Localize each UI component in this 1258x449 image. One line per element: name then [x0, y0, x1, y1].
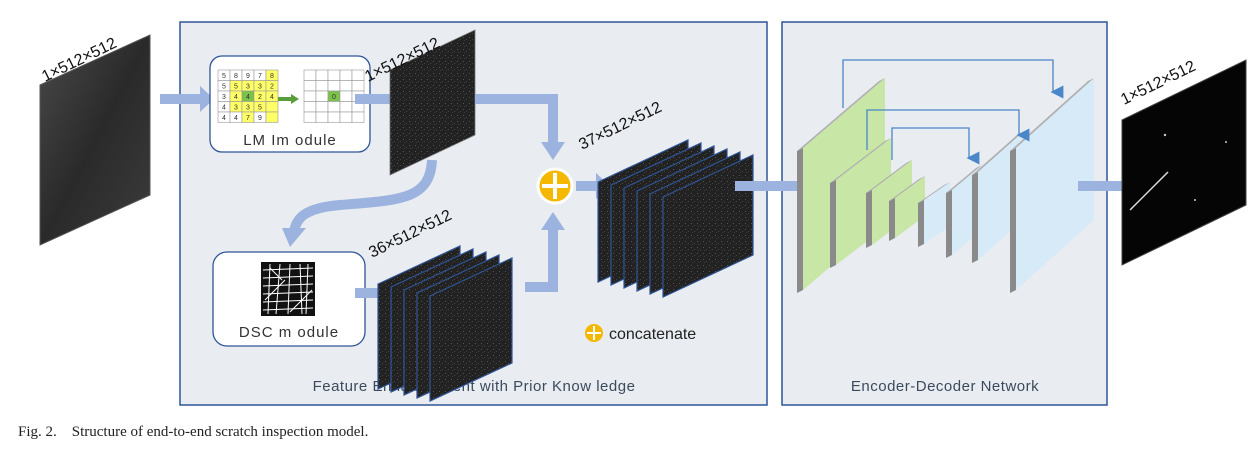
network-layer-edge [830, 180, 836, 268]
lm-green-arrow [278, 94, 299, 104]
dsc-module: DSC m odule [212, 251, 366, 347]
lm-grid-value: 4 [246, 94, 250, 101]
concat-output-stack [597, 139, 754, 298]
lm-output-image [389, 29, 476, 176]
dsc-kernel-icon [261, 262, 315, 316]
lm-grid-value: 4 [222, 115, 226, 122]
lm-grid-value: 5 [234, 84, 238, 91]
lm-grid-value: 3 [234, 105, 238, 112]
dsc-output-stack [377, 245, 513, 402]
lm-grid-cell [339, 80, 353, 92]
lm-grid-cell [339, 69, 353, 81]
lm-grid-cell [265, 111, 279, 123]
concat-legend-label: concatenate [609, 326, 696, 343]
lm-grid-value: 8 [270, 73, 274, 80]
input-image [39, 34, 151, 246]
network-layer-top [889, 176, 925, 201]
skip-connection-1 [842, 59, 1064, 108]
arrow-input-to-lm [160, 86, 214, 112]
lm-grid-value: 9 [246, 73, 250, 80]
scratch-mark [1129, 171, 1169, 211]
network-layer-top [1010, 78, 1094, 151]
network-layer-top [797, 78, 885, 151]
feature-map-slice [662, 154, 754, 298]
lm-grid-value: 5 [222, 73, 226, 80]
arrow-dsc-to-concat [525, 212, 565, 292]
lm-grid-value: 5 [258, 105, 262, 112]
network-layer-face [895, 176, 925, 238]
network-layer-face [924, 182, 950, 244]
dsc-module-label: DSC m odule [239, 324, 339, 341]
unet-network [797, 78, 1094, 293]
lm-grid-cell [327, 69, 341, 81]
lm-grid-value: 8 [234, 73, 238, 80]
lm-grid-cell [339, 90, 353, 102]
network-layer-edge [866, 190, 872, 248]
lm-grid-value: 3 [222, 94, 226, 101]
network-layer-face [1016, 78, 1094, 290]
lm-grid-cell [339, 111, 353, 123]
network-layer-edge [889, 198, 895, 241]
lm-grid-value: 5 [222, 84, 226, 91]
network-layer-top [972, 132, 1023, 175]
lm-grid-value: 2 [258, 94, 262, 101]
network-layer-edge [1010, 148, 1016, 293]
lm-grid-cell [315, 69, 329, 81]
output-image [1121, 59, 1247, 266]
lm-grid-value: 3 [246, 84, 250, 91]
concat-legend-icon [585, 324, 603, 342]
lm-grid-value: 4 [234, 115, 238, 122]
lm-grid-cell [327, 101, 341, 113]
lm-grid-value: 0 [332, 94, 336, 101]
feature-map-slice [429, 257, 513, 402]
lm-grid-cell [327, 111, 341, 123]
lm-grid-cell [265, 101, 279, 113]
lm-grid-value: 2 [270, 84, 274, 91]
lm-grid-value: 3 [246, 105, 250, 112]
concat-icon [536, 167, 574, 205]
network-layer-edge [946, 190, 952, 258]
lm-grid-cell [327, 80, 341, 92]
network-layer-edge [797, 148, 803, 293]
architecture-diagram: 1×512×512 Feature Enhancem ent with Prio… [39, 21, 1247, 406]
network-layer-top [866, 160, 912, 193]
lm-grid-cell [303, 111, 317, 123]
lm-grid-value: 7 [258, 73, 262, 80]
network-layer-top [918, 182, 950, 203]
lm-grid-value: 3 [258, 84, 262, 91]
network-layer-edge [972, 172, 978, 263]
lm-grid-value: 9 [258, 115, 262, 122]
arrow-lm-to-dsc [282, 159, 437, 247]
network-layer-top [830, 138, 891, 183]
lm-grid-cell [303, 80, 317, 92]
lm-grid-value: 4 [222, 105, 226, 112]
lm-grid-cell [315, 80, 329, 92]
lm-grid-cell [315, 90, 329, 102]
lm-grid-cell [339, 101, 353, 113]
lm-grid-value: 4 [270, 94, 274, 101]
lm-grid-left: 5 8 9 7 8 5 5 3 3 2 3 4 4 2 4 4 3 3 5 4 4 7 9 [217, 69, 279, 123]
lm-module-label: LM Im odule [243, 132, 337, 149]
network-layer-top [946, 165, 982, 193]
lm-module: 5 8 9 7 8 5 5 3 3 2 3 4 4 2 4 4 3 3 5 4 4 7 9 0 LM Im odule [209, 55, 371, 153]
skip-connections [842, 59, 1064, 165]
lm-grid-cell [351, 80, 365, 92]
encoder-decoder-label: Encoder-Decoder Network [851, 378, 1039, 395]
skip-connection-2 [866, 109, 1030, 150]
lm-grid-value: 4 [234, 94, 238, 101]
arrow-lm-to-concat [475, 94, 565, 160]
lm-grid-value: 7 [246, 115, 250, 122]
lm-grid-cell [315, 101, 329, 113]
lm-grid-cell [303, 90, 317, 102]
skip-connection-4 [891, 127, 980, 165]
figure-caption: Fig. 2. Structure of end-to-end scratch … [18, 424, 369, 440]
network-layer-edge [918, 200, 924, 247]
lm-grid-cell [303, 101, 317, 113]
lm-grid-cell [315, 111, 329, 123]
lm-grid-cell [303, 69, 317, 81]
lm-grid-cell [351, 111, 365, 123]
